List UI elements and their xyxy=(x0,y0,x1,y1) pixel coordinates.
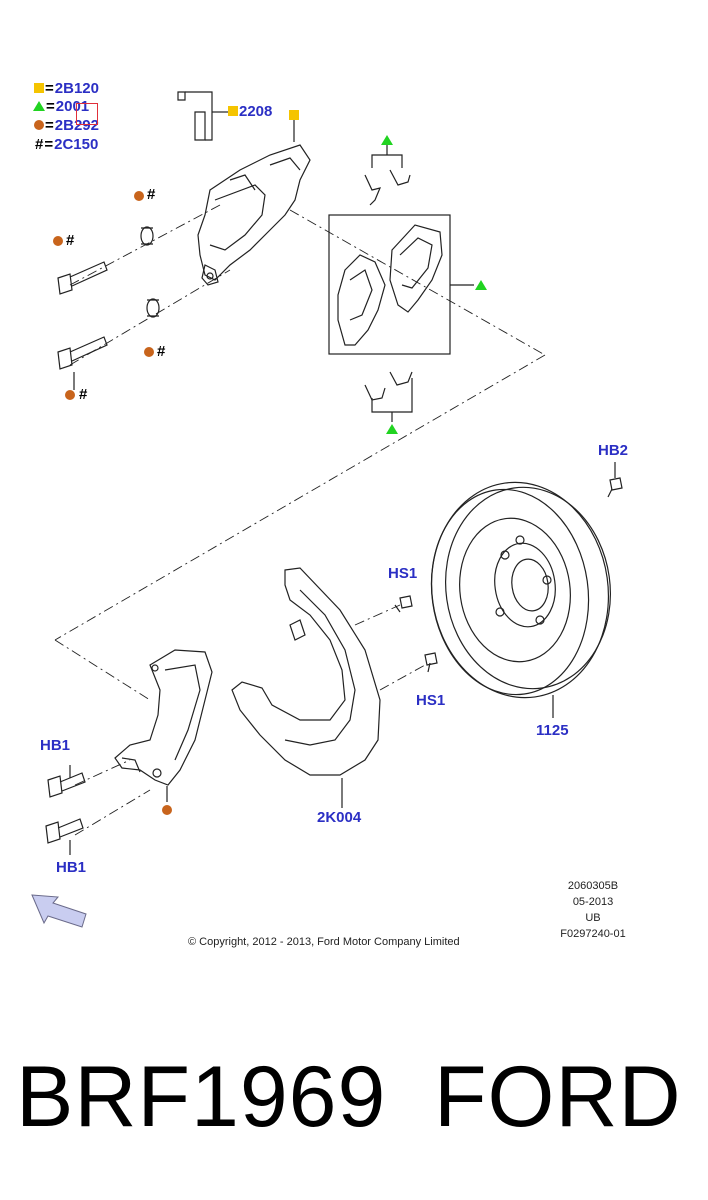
green-triangle-icon xyxy=(33,101,45,111)
bleeder-cap xyxy=(177,91,186,101)
callout-hs1-top: HS1 xyxy=(388,565,418,582)
callout-hs1-bottom: HS1 xyxy=(416,692,446,709)
callout-hb2: HB2 xyxy=(598,442,629,459)
hash-mark: # xyxy=(147,186,156,203)
yellow-square-marker xyxy=(289,110,299,120)
callout-disc: 1125 xyxy=(536,722,569,739)
callout-shield: 2K004 xyxy=(317,809,362,826)
highlight-box xyxy=(76,103,98,125)
drawing-meta: 2060305B 05-2013 UB F0297240-01 xyxy=(560,880,626,940)
yellow-square-icon xyxy=(34,83,44,93)
hash-icon: # xyxy=(35,136,44,153)
yellow-square-marker xyxy=(228,106,238,116)
callout-bleeder: 2208 xyxy=(239,103,273,120)
hash-mark: # xyxy=(66,232,75,249)
brown-circle-marker xyxy=(162,805,172,815)
brown-circle-marker xyxy=(53,236,63,246)
brand-name: FORD xyxy=(434,1049,682,1145)
hash-mark: # xyxy=(157,343,166,360)
callout-hb1-bottom: HB1 xyxy=(56,859,87,876)
brown-circle-marker xyxy=(134,191,144,201)
part-number: BRF1969 xyxy=(16,1049,387,1145)
legend-item-hash: #=2C150 xyxy=(35,136,99,153)
legend-item-triangle: =2001 xyxy=(33,98,89,115)
green-triangle-marker xyxy=(386,424,398,434)
callout-hb1-top: HB1 xyxy=(40,737,71,754)
green-triangle-marker xyxy=(381,135,393,145)
brown-circle-icon xyxy=(34,120,44,130)
green-triangle-marker xyxy=(475,280,487,290)
hash-mark: # xyxy=(79,386,88,403)
legend-item-circle: =2B292 xyxy=(34,117,99,134)
legend-item-square: =2B120 xyxy=(34,80,99,97)
brown-circle-marker xyxy=(65,390,75,400)
brown-circle-marker xyxy=(144,347,154,357)
copyright-notice: © Copyright, 2012 - 2013, Ford Motor Com… xyxy=(188,936,460,948)
